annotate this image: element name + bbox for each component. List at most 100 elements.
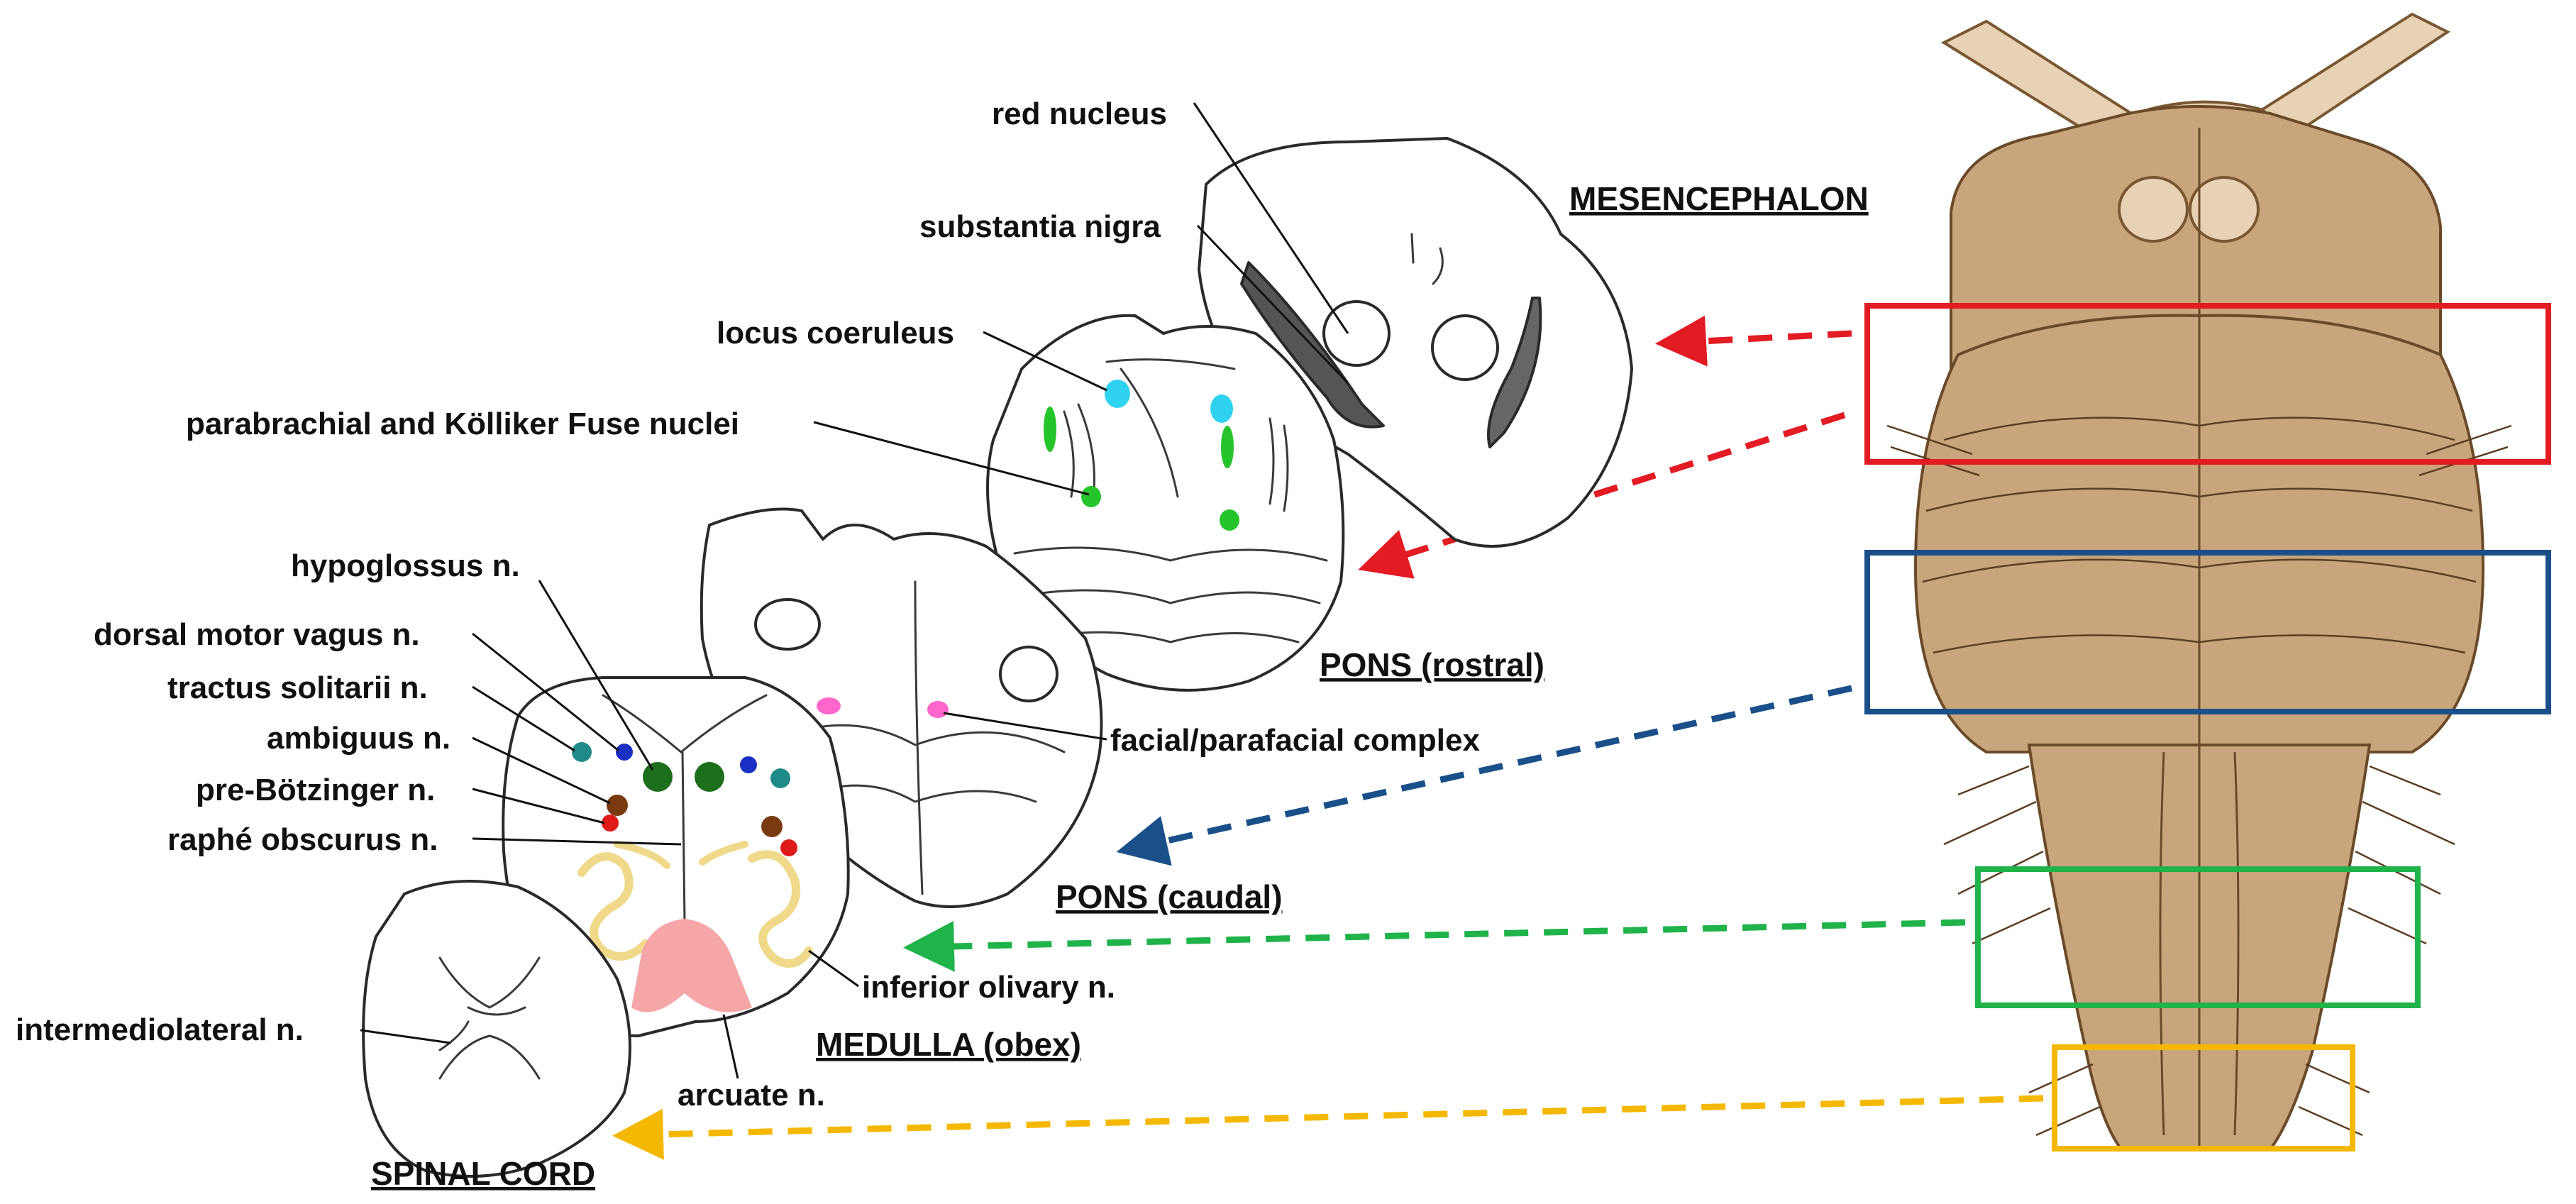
arrow-to-mesencephalon [1655,315,1852,367]
pyramid-line-right [2233,751,2240,1136]
dorsal-motor-vagus-right [740,756,757,773]
leader-raphe-obscurus [472,837,682,846]
leader-parabrachial [813,421,1090,496]
leader-red-nucleus [1193,102,1349,334]
arrow-to-medulla [903,919,1966,972]
dorsal-motor-vagus-left [616,744,633,761]
aqueduct-mark [1410,233,1444,285]
leader-ambiguus [472,736,611,805]
leader-dorsal-motor-vagus [472,632,619,752]
leader-tractus-solitarii [472,685,575,752]
label-tractus-solitarii: tractus solitarii n. [167,670,428,705]
box-mesencephalon [1864,303,2551,465]
label-pre-botzinger: pre-Bötzinger n. [196,773,435,807]
section-pons-rostral [986,314,1345,692]
parabrachial-right-lower [1220,509,1239,531]
label-red-nucleus: red nucleus [992,96,1167,131]
box-pons-caudal [1864,550,2551,714]
substantia-nigra-band-right [1487,297,1542,448]
locus-coeruleus-right [1210,394,1233,423]
section-mesencephalon [1198,137,1633,548]
pons-striation-3 [1922,558,2477,583]
pre-botzinger-left [602,814,619,832]
pons-striation-1 [1943,416,2455,441]
region-label-medulla-obex: MEDULLA (obex) [816,1026,1081,1063]
pyramid-line-left [2159,751,2165,1136]
facial-nucleus-right [927,701,949,718]
label-arcuate: arcuate n. [678,1078,825,1112]
region-label-pons-caudal: PONS (caudal) [1056,878,1283,915]
hypoglossus-left [643,762,673,792]
parabrachial-left-lower [1081,486,1101,507]
box-spinal-cord [2052,1044,2355,1151]
ambiguus-right [761,816,783,837]
label-ambiguus: ambiguus n. [267,721,450,756]
region-label-pons-rostral: PONS (rostral) [1320,646,1544,683]
leader-inferior-olivary [808,949,859,988]
leader-facial-parafacial [943,712,1107,741]
leader-hypoglossus [538,580,654,771]
region-label-mesencephalon: MESENCEPHALON [1569,180,1869,217]
arcuate-pyramids [631,919,752,1012]
label-substantia-nigra: substantia nigra [919,209,1161,244]
ambiguus-left [607,795,628,816]
intermediolateral-horn [438,1020,470,1051]
parabrachial-left-upper [1044,407,1056,452]
medulla-midline [681,751,686,924]
inferior-olive-right [748,850,813,968]
pons-caudal-midline [914,580,924,895]
olive-hilum-right [699,841,748,866]
parabrachial-right-upper [1221,426,1234,468]
structure-labels: red nucleus substantia nigra locus coeru… [16,96,1480,1112]
label-locus-coeruleus: locus coeruleus [717,316,954,350]
section-spinal-cord [362,880,631,1178]
pons-rostral-fibers [1013,546,1328,644]
locus-coeruleus-left [1105,380,1130,408]
label-intermediolateral: intermediolateral n. [16,1012,304,1047]
cranial-roots-right [2348,765,2455,945]
red-nucleus-right [1431,314,1499,381]
arrow-to-pons-caudal [1116,685,1852,866]
brainstem-illustration [1886,12,2512,1151]
pons-striation-4 [1933,634,2466,654]
olive-hilum-left [614,841,670,869]
label-hypoglossus: hypoglossus n. [291,548,520,583]
leader-lines [360,102,1349,1079]
region-labels: MESENCEPHALON PONS (rostral) PONS (cauda… [371,180,1869,1192]
arrow-to-spinal-cord [612,1095,2044,1160]
spinal-roots-right [2298,1063,2370,1137]
label-inferior-olivary: inferior olivary n. [862,970,1115,1005]
pre-botzinger-right [780,839,797,856]
pons-striation-2 [1925,487,2473,512]
pons-caudal-fibers [779,724,1066,803]
spinal-gray-matter [438,956,541,1080]
red-nucleus-left [1322,300,1391,367]
box-medulla [1975,866,2421,1008]
mammillary-body-left [2118,176,2189,243]
region-label-spinal-cord: SPINAL CORD [371,1155,595,1192]
label-raphe-obscurus: raphé obscurus n. [167,822,438,857]
medulla-fourth-ventricle [602,694,768,753]
leader-intermediolateral [360,1029,451,1044]
leader-locus-coeruleus [983,331,1107,392]
mesencephalon-outline [1198,137,1633,548]
pons-rostral-peduncle-right [1268,417,1289,512]
tractus-solitarii-left [572,742,592,762]
pons-caudal-tract-left [754,598,821,651]
pons-caudal-tract-right [999,646,1058,702]
spinal-cord-outline [362,880,631,1178]
facial-nucleus-left [817,697,841,714]
fourth-ventricle-rostral [1105,358,1236,498]
leader-substantia-nigra [1196,224,1349,385]
mammillary-body-right [2189,176,2260,243]
label-dorsal-motor-vagus: dorsal motor vagus n. [94,617,420,652]
tractus-solitarii-right [770,768,790,788]
label-facial-parafacial: facial/parafacial complex [1110,723,1480,758]
hypoglossus-right [695,762,724,792]
spinal-roots-left [2028,1063,2101,1137]
inferior-olive-left [577,852,650,961]
label-parabrachial: parabrachial and Kölliker Fuse nuclei [186,407,739,441]
leader-pre-botzinger [472,788,605,824]
cranial-roots-left [1943,765,2051,945]
